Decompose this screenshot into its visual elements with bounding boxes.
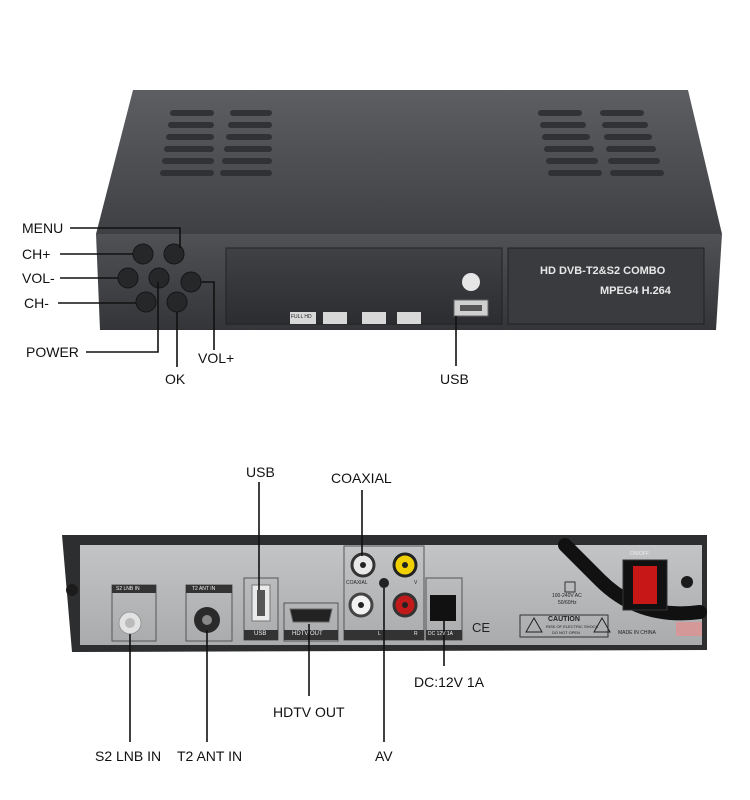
rear-caution-line-1: RISK OF ELECTRIC SHOCK (546, 624, 599, 629)
front-panel-title: HD DVB-T2&S2 COMBO (540, 265, 666, 277)
label-t2-ant-in: T2 ANT IN (177, 748, 243, 764)
label-hdtv-out: HDTV OUT (273, 704, 345, 720)
rear-port-label-dc: DC 12V 1A (428, 631, 454, 637)
front-buttons (117, 243, 202, 313)
rear-on-off-label: ON/OFF (630, 551, 649, 557)
front-panel-subtitle: MPEG4 H.264 (600, 285, 671, 297)
rear-port-label-t2: T2 ANT IN (192, 586, 216, 592)
front-device (96, 90, 722, 330)
label-av: AV (375, 748, 393, 764)
label-front-usb: USB (440, 371, 469, 387)
front-badge-label: FULL HD (291, 314, 312, 320)
label-dc: DC:12V 1A (414, 674, 485, 690)
label-vol-plus: VOL+ (198, 350, 235, 366)
rear-port-label-hdtv: HDTV OUT (292, 631, 323, 637)
rear-port-label-v: V (414, 580, 418, 586)
rear-ce-mark: CE (472, 620, 491, 635)
front-callouts (58, 227, 457, 367)
rear-port-label-r: R (414, 631, 418, 637)
rear-port-label-coaxial: COAXIAL (346, 580, 368, 586)
rear-port-label-s2: S2 LNB IN (116, 586, 140, 592)
rear-caution-line-2: DO NOT OPEN (552, 630, 580, 635)
label-vol-minus: VOL- (22, 270, 55, 286)
rear-caution-label: CAUTION (548, 616, 580, 623)
brand-logo-icon (462, 273, 480, 291)
rear-power-spec-1: 100-240V AC (552, 593, 582, 599)
label-menu: MENU (22, 220, 64, 236)
label-s2-lnb-in: S2 LNB IN (95, 748, 162, 764)
label-rear-usb: USB (246, 464, 275, 480)
rear-port-label-l: L (378, 631, 381, 637)
label-ch-plus: CH+ (22, 246, 51, 262)
label-power: POWER (26, 344, 79, 360)
rear-callouts (129, 482, 445, 742)
rear-made-in-label: MADE IN CHINA (618, 630, 656, 636)
label-ok: OK (165, 371, 186, 387)
rear-power-spec-2: 50/60Hz (558, 600, 577, 606)
label-ch-minus: CH- (24, 295, 49, 311)
rear-port-label-usb: USB (254, 631, 267, 637)
label-coaxial: COAXIAL (331, 470, 392, 486)
